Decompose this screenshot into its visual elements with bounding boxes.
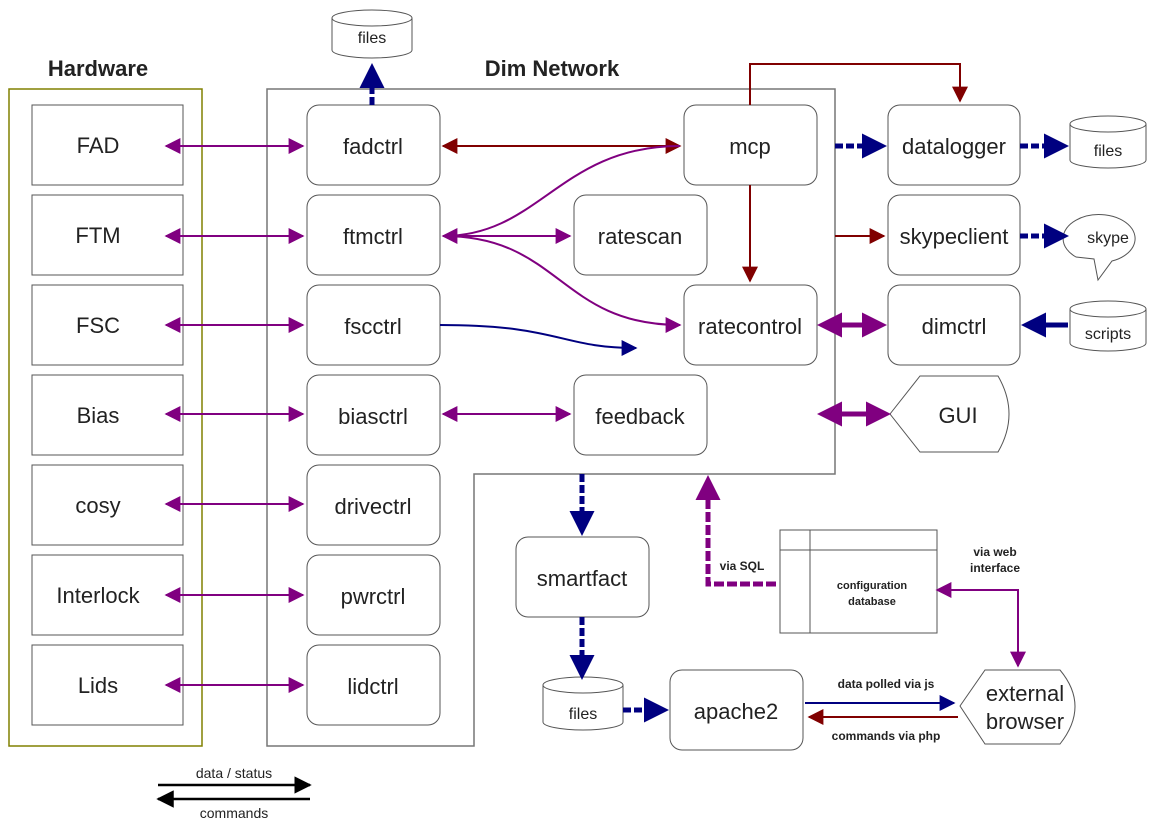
ctrl-label-biasctrl: biasctrl bbox=[338, 404, 408, 429]
feedback-box bbox=[573, 374, 708, 456]
commands-php-label: commands via php bbox=[832, 729, 941, 743]
dimctrl-label: dimctrl bbox=[922, 314, 987, 339]
ctrl-label-ftmctrl: ftmctrl bbox=[343, 224, 403, 249]
hw-label-fsc: FSC bbox=[76, 313, 120, 338]
via-web-label-2: interface bbox=[970, 561, 1020, 575]
apache2-label: apache2 bbox=[694, 699, 778, 724]
navy-data-flows bbox=[359, 63, 1069, 723]
hw-box-bias bbox=[31, 374, 184, 456]
external-browser-shape bbox=[959, 669, 1076, 745]
mcp-datalogger-top-arrow bbox=[749, 63, 968, 105]
external-browser-label-2: browser bbox=[986, 709, 1064, 734]
hw-box-interlock bbox=[31, 554, 184, 636]
scripts-cylinder bbox=[1069, 300, 1147, 352]
hw-box-fad bbox=[31, 104, 184, 186]
ctrl-label-lidctrl: lidctrl bbox=[347, 674, 398, 699]
gui-display-shape bbox=[889, 375, 1010, 453]
external-browser-label-1: external bbox=[986, 681, 1064, 706]
skype-bubble bbox=[1062, 214, 1136, 282]
ctrl-label-drivectrl: drivectrl bbox=[334, 494, 411, 519]
files-bottom-label: files bbox=[569, 706, 597, 723]
ratescan-label: ratescan bbox=[598, 224, 682, 249]
hw-label-cosy: cosy bbox=[75, 493, 120, 518]
dim-network-title: Dim Network bbox=[485, 56, 620, 81]
ctrl-box-drivectrl bbox=[306, 464, 441, 546]
ctrl-box-biasctrl bbox=[306, 374, 441, 456]
hw-label-ftm: FTM bbox=[75, 223, 120, 248]
ratescan-box bbox=[573, 194, 708, 276]
hw-label-bias: Bias bbox=[77, 403, 120, 428]
purple-thick-links bbox=[695, 312, 891, 587]
data-polled-label: data polled via js bbox=[838, 677, 935, 691]
skypeclient-label: skypeclient bbox=[900, 224, 1009, 249]
hw-box-cosy bbox=[31, 464, 184, 546]
database-label-2: database bbox=[848, 596, 896, 608]
hw-label-lids: Lids bbox=[78, 673, 118, 698]
ctrl-box-lidctrl bbox=[306, 644, 441, 726]
files-top-cylinder bbox=[331, 9, 413, 59]
legend: data / status commands bbox=[156, 765, 312, 821]
ctrl-label-fadctrl: fadctrl bbox=[343, 134, 403, 159]
smartfact-label: smartfact bbox=[537, 566, 627, 591]
via-web-label-1: via web bbox=[973, 545, 1016, 559]
skype-label: skype bbox=[1087, 230, 1129, 247]
ratecontrol-label: ratecontrol bbox=[698, 314, 802, 339]
files-right-label: files bbox=[1094, 143, 1122, 160]
ctrl-box-ftmctrl bbox=[306, 194, 441, 276]
configuration-database-shape bbox=[779, 529, 938, 634]
dimctrl-box bbox=[887, 284, 1021, 366]
ctrl-label-fscctrl: fscctrl bbox=[344, 314, 401, 339]
scripts-label: scripts bbox=[1085, 326, 1131, 343]
apache2-box bbox=[669, 669, 804, 751]
fscctrl-ratecontrol-arrow bbox=[439, 324, 638, 356]
legend-data-status-label: data / status bbox=[196, 765, 272, 781]
controller-boxes: fadctrl ftmctrl fscctrl biasctrl drivect… bbox=[306, 104, 441, 726]
files-bottom-cylinder bbox=[542, 676, 624, 731]
feedback-label: feedback bbox=[595, 404, 685, 429]
ftmctrl-arrows bbox=[441, 145, 682, 333]
hw-label-fad: FAD bbox=[77, 133, 120, 158]
ctrl-box-pwrctrl bbox=[306, 554, 441, 636]
hardware-boxes: FAD FTM FSC Bias cosy Interlock Lids bbox=[31, 104, 184, 726]
datalogger-label: datalogger bbox=[902, 134, 1006, 159]
hardware-title: Hardware bbox=[48, 56, 148, 81]
gui-label: GUI bbox=[938, 403, 977, 428]
files-top-label: files bbox=[358, 30, 386, 47]
hw-box-fsc bbox=[31, 284, 184, 366]
database-browser-arrow bbox=[935, 582, 1026, 668]
hw-label-interlock: Interlock bbox=[56, 583, 140, 608]
legend-commands-label: commands bbox=[200, 805, 268, 821]
dim-network-group bbox=[266, 88, 836, 747]
hw-box-lids bbox=[31, 644, 184, 726]
files-right-cylinder bbox=[1069, 115, 1147, 169]
hardware-controller-arrows bbox=[164, 138, 305, 693]
via-sql-label: via SQL bbox=[720, 559, 765, 573]
ctrl-label-pwrctrl: pwrctrl bbox=[341, 584, 406, 609]
database-label-1: configuration bbox=[837, 580, 908, 592]
mcp-label: mcp bbox=[729, 134, 771, 159]
